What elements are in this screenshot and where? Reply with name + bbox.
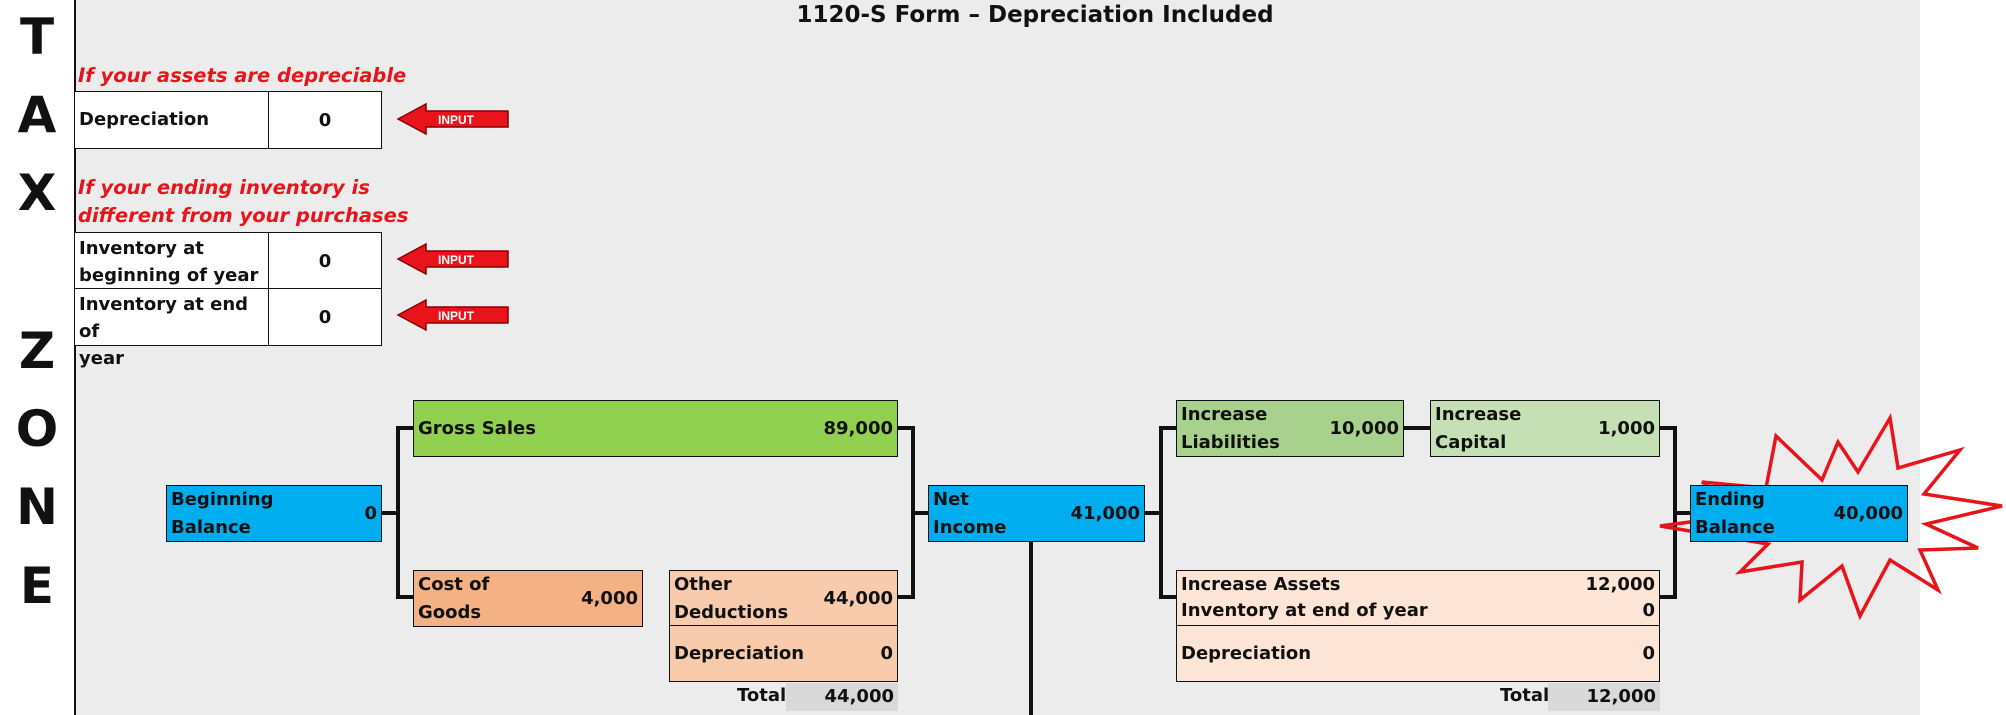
ending-balance-value: 40,000 (1833, 503, 1903, 524)
total-left-label: Total (737, 685, 787, 706)
depreciation-left-value: 0 (880, 643, 893, 664)
input-arrow-icon: INPUT (396, 242, 509, 276)
beginning-balance-box: Beginning Balance 0 (166, 485, 382, 542)
other-deductions-value: 44,000 (823, 588, 893, 609)
inventory-begin-input-value: 0 (318, 250, 332, 272)
ending-balance-box: Ending Balance 40,000 (1690, 485, 1908, 542)
net-income-label-line2: Income (933, 517, 1007, 538)
zone-letter: A (17, 86, 57, 144)
inventory-begin-input[interactable]: 0 (268, 232, 382, 290)
increase-liabilities-label-line2: Liabilities (1181, 432, 1280, 453)
inventory-begin-label-line2: beginning of year (79, 265, 259, 286)
inventory-end-label: Inventory at end of year (74, 288, 270, 369)
increase-capital-value: 1,000 (1598, 418, 1655, 439)
zone-letter: E (19, 557, 55, 615)
increase-assets-label: Increase Assets (1181, 574, 1341, 595)
zone-letter: X (17, 164, 57, 222)
tax-zone-strip: T A X Z O N E (0, 0, 76, 715)
increase-capital-label-line2: Capital (1435, 432, 1507, 453)
other-deductions-label-line1: Other (674, 574, 732, 595)
increase-capital-label-line1: Increase (1435, 404, 1522, 425)
inventory-begin-label: Inventory at beginning of year (74, 232, 270, 290)
increase-liabilities-label-line1: Increase (1181, 404, 1268, 425)
inventory-end-row-value: 0 (1642, 600, 1655, 621)
inventory-end-input[interactable]: 0 (268, 288, 382, 346)
depreciation-right-value: 0 (1642, 643, 1655, 664)
increase-liabilities-value: 10,000 (1329, 418, 1399, 439)
inventory-end-input-value: 0 (318, 306, 332, 328)
other-deductions-box: Other Deductions 44,000 (669, 570, 898, 627)
inventory-note-line1: If your ending inventory is (78, 176, 370, 199)
zone-letter: Z (18, 322, 56, 380)
total-right-label: Total (1500, 685, 1550, 706)
page-title: 1120-S Form – Depreciation Included (796, 2, 1274, 28)
depreciation-left-label: Depreciation (674, 643, 805, 664)
zone-letter: O (15, 400, 59, 458)
depreciation-right-box: Depreciation 0 (1176, 625, 1660, 682)
net-income-box: Net Income 41,000 (928, 485, 1145, 542)
input-arrow-icon: INPUT (396, 102, 509, 136)
total-left-value: 44,000 (786, 683, 898, 711)
input-arrow-label: INPUT (438, 113, 475, 127)
sheet-margin (1920, 0, 2006, 715)
zone-letter: N (16, 478, 58, 536)
gross-sales-label: Gross Sales (418, 418, 536, 439)
net-income-value: 41,000 (1070, 503, 1140, 524)
increase-liabilities-box: Increase Liabilities 10,000 (1176, 400, 1404, 457)
ending-balance-label-line1: Ending (1695, 489, 1765, 510)
other-deductions-label-line2: Deductions (674, 602, 789, 623)
depreciation-note: If your assets are depreciable (78, 64, 407, 87)
cost-of-goods-label-line2: Goods (418, 602, 482, 623)
increase-assets-value: 12,000 (1585, 574, 1655, 595)
gross-sales-box: Gross Sales 89,000 (413, 400, 898, 457)
depreciation-input-value: 0 (318, 109, 332, 131)
ending-balance-label-line2: Balance (1695, 517, 1775, 538)
inventory-begin-label-line1: Inventory at (79, 238, 204, 259)
increase-assets-box: Increase Assets 12,000 Inventory at end … (1176, 570, 1660, 627)
input-arrow-label: INPUT (438, 309, 475, 323)
inventory-end-row-label: Inventory at end of year (1181, 600, 1428, 621)
net-income-label-line1: Net (933, 489, 969, 510)
depreciation-left-box: Depreciation 0 (669, 625, 898, 682)
beginning-balance-label-line2: Balance (171, 517, 251, 538)
cost-of-goods-label-line1: Cost of (418, 574, 490, 595)
input-arrow-label: INPUT (438, 253, 475, 267)
depreciation-label: Depreciation (74, 91, 270, 149)
inventory-note-line2: different from your purchases (78, 204, 409, 227)
total-right-value: 12,000 (1548, 683, 1660, 711)
cost-of-goods-box: Cost of Goods 4,000 (413, 570, 643, 627)
cost-of-goods-value: 4,000 (581, 588, 638, 609)
depreciation-input[interactable]: 0 (268, 91, 382, 149)
beginning-balance-label-line1: Beginning (171, 489, 274, 510)
zone-letter: T (19, 8, 55, 66)
depreciation-right-label: Depreciation (1181, 643, 1312, 664)
inventory-end-label-line1: Inventory at end of (79, 294, 249, 342)
input-arrow-icon: INPUT (396, 298, 509, 332)
beginning-balance-value: 0 (364, 503, 377, 524)
increase-capital-box: Increase Capital 1,000 (1430, 400, 1660, 457)
gross-sales-value: 89,000 (823, 418, 893, 439)
inventory-end-label-line2: year (79, 348, 124, 369)
